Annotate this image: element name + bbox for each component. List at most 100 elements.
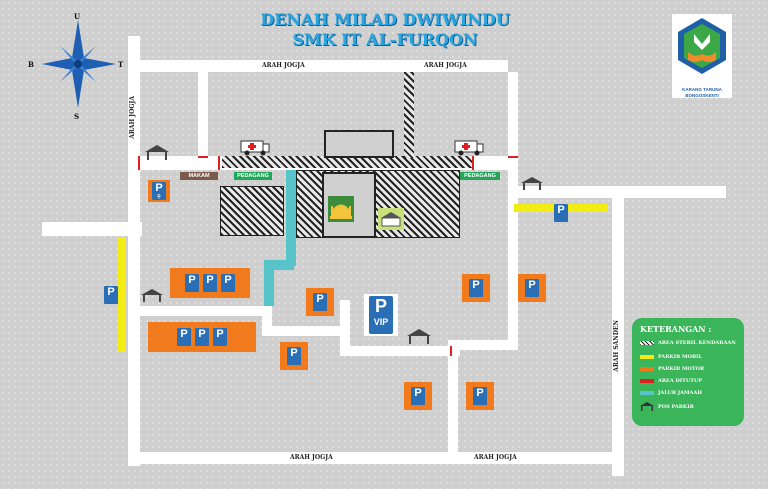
makam-label: MAKAM	[180, 172, 218, 180]
legend-label: PARKIR MOBIL	[658, 354, 702, 360]
motor-parking-sign: P	[473, 387, 487, 405]
legend-item-closed: AREA DITUTUP	[640, 378, 702, 384]
motor-parking-sign: P	[195, 328, 209, 346]
mosque-icon	[328, 196, 354, 222]
closed-area-6	[450, 346, 452, 356]
label-arah-jogja-top-right: ARAH JOGJA	[424, 62, 467, 69]
compass-north: U	[74, 12, 81, 21]
legend-title: KETERANGAN :	[640, 324, 712, 334]
motor-parking-area: P	[462, 274, 490, 302]
motor-parking-sign: P	[203, 274, 217, 292]
parking-post-icon	[521, 177, 543, 190]
road-center-right-upper	[508, 198, 518, 348]
legend-item-car: PARKIR MOBIL	[640, 354, 702, 360]
label-arah-jogja-top-left: ARAH JOGJA	[262, 62, 305, 69]
logo-emblem-icon	[678, 18, 726, 74]
vip-label: VIP	[373, 317, 389, 327]
motor-parking-sign: P	[177, 328, 191, 346]
compass-rose-icon	[42, 20, 116, 108]
motor-parking-sign: P	[213, 328, 227, 346]
legend-item-post: POS PARKIR	[640, 402, 694, 411]
motor-parking-area: P	[518, 274, 546, 302]
label-arah-jogja-bottom-right: ARAH JOGJA	[474, 454, 517, 461]
closed-area-3	[218, 156, 220, 170]
road-top	[128, 60, 508, 72]
stage-icon	[378, 208, 404, 230]
compass-east: T	[118, 60, 124, 69]
pedagang-label-left: PEDAGANG	[234, 172, 272, 180]
legend-item-pilgrim: JALUR JAMAAH	[640, 390, 702, 396]
legend-swatch-yellow	[640, 355, 654, 359]
legend-item-motor: PARKIR MOTOR	[640, 366, 704, 372]
motor-parking-sign: P	[525, 279, 539, 297]
closed-area-5	[472, 156, 474, 170]
sterile-block-left	[220, 186, 284, 236]
motor-parking-area: P	[280, 342, 308, 370]
road-center-horizontal	[262, 326, 344, 336]
map-title: DENAH MILAD DWIWINDU SMK IT AL-FURQON	[250, 10, 520, 50]
car-parking-west	[118, 238, 126, 352]
label-arah-jogja-bottom-left: ARAH JOGJA	[290, 454, 333, 461]
road-center-vertical	[340, 300, 350, 356]
legend-panel: KETERANGAN : AREA STERIL KENDARAAN PARKI…	[632, 318, 744, 426]
compass-south: S	[74, 112, 80, 121]
road-west-vertical	[128, 166, 140, 466]
motor-parking-area: P P P	[148, 322, 256, 352]
legend-label: JALUR JAMAAH	[658, 390, 703, 396]
label-arah-jogja-left: ARAH JOGJA	[129, 96, 136, 139]
ambulance-right-icon	[454, 140, 484, 156]
road-inner-right-vertical	[508, 72, 518, 160]
parking-post-icon	[407, 329, 431, 344]
title-line-2: SMK IT AL-FURQON	[292, 30, 478, 49]
road-center-bottom	[340, 346, 460, 356]
logo-caption-2: BONGOSKENTI	[685, 93, 719, 98]
legend-swatch-hatch	[640, 341, 654, 345]
compass-west: B	[28, 60, 34, 69]
motor-parking-sign: P	[221, 274, 235, 292]
road-inner-left-vertical	[198, 72, 208, 160]
sterile-road-strip	[222, 156, 472, 168]
legend-label: PARKIR MOTOR	[658, 366, 705, 372]
legend-tent-icon	[640, 402, 654, 411]
motor-parking-sign: P	[185, 274, 199, 292]
pedagang-label-right: PEDAGANG	[460, 172, 500, 180]
motor-parking-area: P	[404, 382, 432, 410]
road-middle-vertical	[262, 306, 272, 336]
title-line-1: DENAH MILAD DWIWINDU	[260, 10, 510, 29]
parking-post-icon	[141, 289, 163, 302]
closed-area-2	[198, 156, 208, 158]
motor-parking-sign: P⚲	[152, 182, 166, 200]
car-parking-sign: P	[104, 286, 118, 304]
road-right-upper-vertical	[508, 156, 518, 198]
legend-swatch-teal	[640, 391, 654, 395]
road-east-vertical	[612, 186, 624, 476]
closed-area-4	[508, 156, 518, 158]
legend-swatch-red	[640, 379, 654, 383]
legend-label: AREA STERIL KENDARAAN	[658, 340, 736, 346]
north-building	[324, 130, 394, 158]
parking-post-icon	[145, 145, 169, 160]
road-middle-horizontal	[128, 306, 270, 316]
legend-label: AREA DITUTUP	[658, 378, 703, 384]
vip-p-symbol: P	[374, 296, 387, 316]
legend-swatch-orange	[640, 367, 654, 371]
road-left-vertical-top	[128, 36, 140, 166]
motor-parking-sign: P	[313, 293, 327, 311]
motor-parking-area: P⚲	[148, 180, 170, 202]
sterile-north-alley	[404, 72, 414, 158]
legend-item-sterile: AREA STERIL KENDARAAN	[640, 340, 736, 346]
label-arah-sanden: ARAH SANDEN	[613, 320, 620, 372]
motor-parking-area: P	[466, 382, 494, 410]
motor-parking-sign: P	[287, 347, 301, 365]
logo-caption-1: KARANG TARUNA	[682, 87, 722, 92]
vip-parking: P VIP	[364, 294, 398, 336]
road-left-outer-horizontal	[42, 222, 142, 236]
pilgrim-path-3	[264, 260, 274, 306]
road-center-right-vertical	[448, 346, 458, 456]
motor-parking-area: P	[306, 288, 334, 316]
pilgrim-path-1	[286, 170, 296, 266]
legend-label: POS PARKIR	[658, 403, 694, 410]
motor-parking-sign: P	[469, 279, 483, 297]
car-parking-sign: P	[554, 204, 568, 222]
